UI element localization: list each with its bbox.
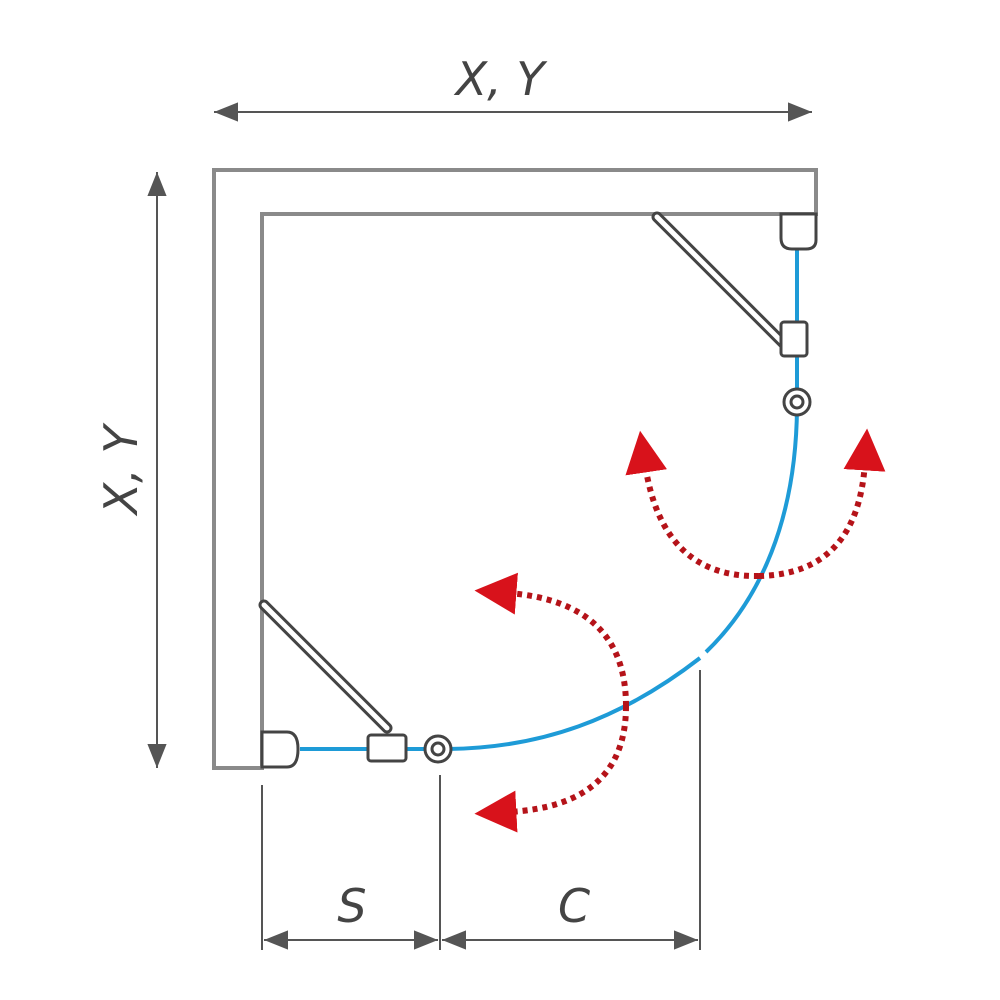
left-dimension: X, Y: [94, 172, 167, 768]
knob-icon: [423, 734, 453, 764]
wall-profile: [212, 168, 818, 770]
swing-arrow-icon: [758, 428, 886, 579]
top-dimension: X, Y: [214, 52, 812, 122]
swing-arrow-icon: [474, 572, 629, 707]
support-bar-left: [258, 599, 393, 734]
support-bar-top: [651, 211, 796, 356]
knob-icon: [782, 387, 812, 417]
hinge-icon: [366, 733, 408, 763]
swing-arrow-icon: [474, 705, 629, 833]
hinge-icon: [260, 730, 300, 769]
side-panel-label: S: [337, 879, 366, 933]
door-glass-right: [704, 407, 799, 654]
swing-arrow-icon: [625, 430, 760, 580]
bottom-dimensions: S C: [261, 670, 701, 950]
door-glass-left: [447, 656, 702, 751]
hinge-icon: [779, 320, 809, 358]
door-opening-label: C: [558, 879, 590, 933]
left-depth-label: X, Y: [94, 422, 148, 517]
hinge-icon: [779, 212, 818, 251]
top-width-label: X, Y: [454, 52, 549, 106]
